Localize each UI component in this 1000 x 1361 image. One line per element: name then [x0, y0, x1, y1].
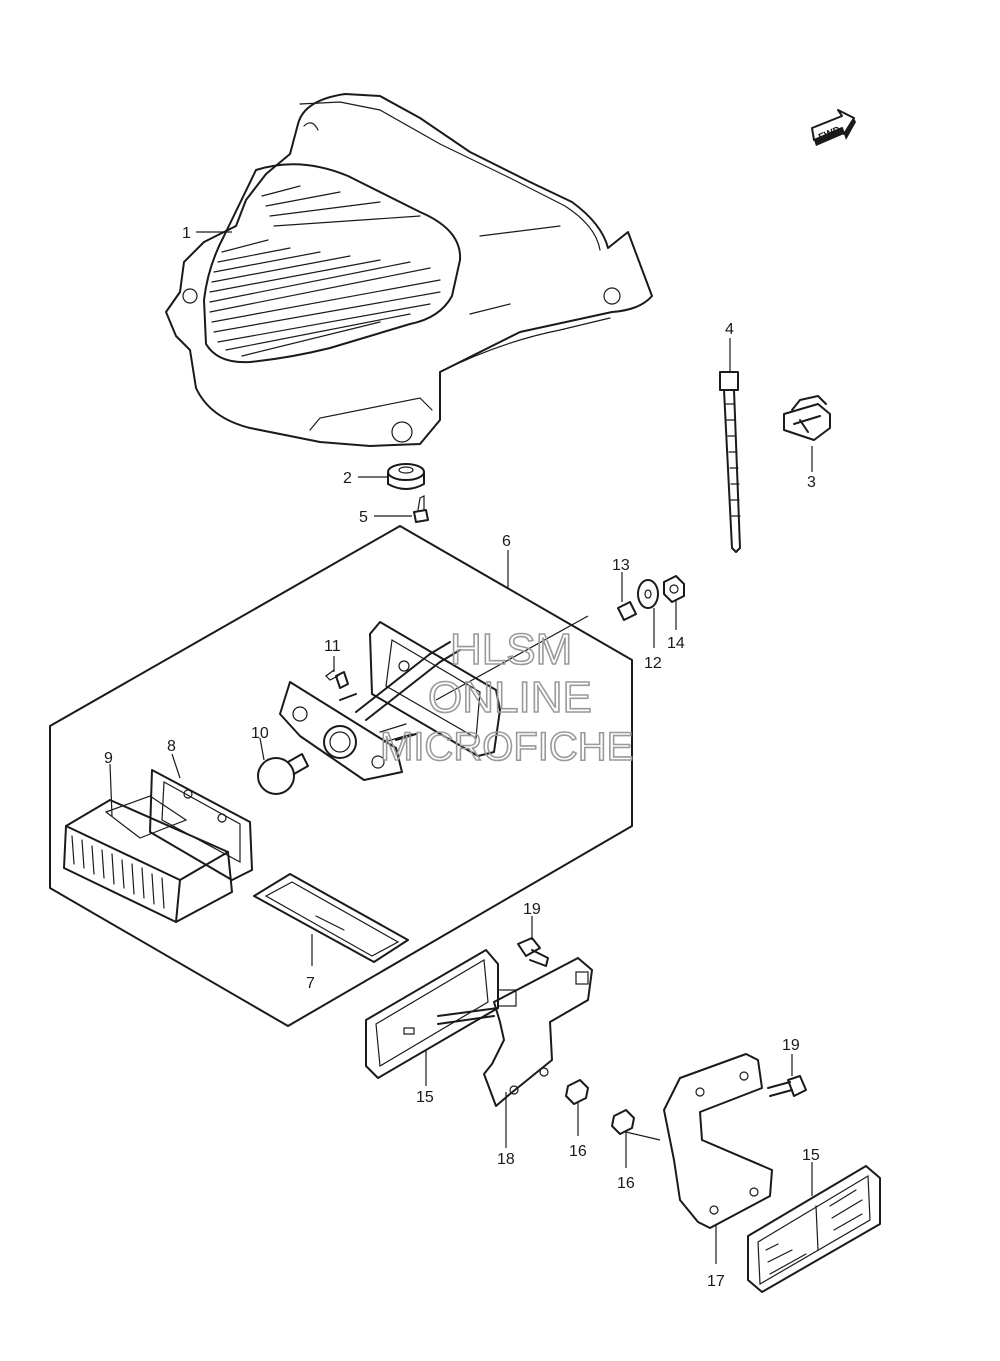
callout-4: 4 [725, 321, 734, 338]
fwd-arrow-icon: FWD [811, 109, 856, 146]
callout-labels: 1 2 3 4 5 6 7 8 9 10 11 12 13 14 15 15 1… [104, 225, 820, 1290]
lamp-assembly-outline [49, 525, 633, 1027]
bulb-socket [279, 641, 461, 781]
watermark-line2: ONLINE [428, 673, 592, 722]
socket-screw [325, 669, 349, 689]
bulb [257, 753, 309, 795]
watermark: HLSM ONLINE MICROFICHE [379, 624, 634, 770]
watermark-line1: HLSM [450, 625, 572, 674]
grommet [387, 463, 425, 490]
callout-2: 2 [343, 470, 352, 487]
callout-7: 7 [306, 975, 315, 992]
bolt-lower [767, 1075, 807, 1097]
bracket-left [437, 957, 593, 1107]
callout-3: 3 [807, 474, 816, 491]
callout-12: 12 [644, 655, 662, 672]
callout-9: 9 [104, 750, 113, 767]
bracket-right [663, 1053, 773, 1229]
callout-16-right: 16 [617, 1175, 635, 1192]
fwd-badge-label: FWD [817, 125, 842, 144]
callout-10: 10 [251, 725, 269, 742]
tail-lamp-housing [165, 93, 653, 447]
lens-gasket [149, 769, 253, 881]
washer-nut-set [617, 575, 685, 621]
watermark-line3: MICROFICHE [380, 725, 633, 769]
callout-19-upper: 19 [523, 901, 541, 918]
clamp [783, 395, 831, 441]
callout-5: 5 [359, 509, 368, 526]
license-lens [253, 873, 409, 963]
socket-gasket [369, 621, 501, 757]
callout-6: 6 [502, 533, 511, 550]
callout-18: 18 [497, 1151, 515, 1168]
nut-left [565, 1079, 589, 1105]
cable-tie [719, 371, 741, 553]
callout-1: 1 [182, 225, 191, 242]
bolt-upper [517, 937, 549, 967]
leader-lines [109, 231, 813, 1264]
callout-19-lower: 19 [782, 1037, 800, 1054]
tail-lens [63, 795, 233, 923]
callout-8: 8 [167, 738, 176, 755]
reflector-right [747, 1165, 881, 1293]
callout-16-left: 16 [569, 1143, 587, 1160]
callout-15-right: 15 [802, 1147, 820, 1164]
callout-13: 13 [612, 557, 630, 574]
screw [413, 495, 429, 523]
callout-15-left: 15 [416, 1089, 434, 1106]
callout-11: 11 [324, 638, 341, 655]
callout-17: 17 [707, 1273, 725, 1290]
callout-14: 14 [667, 635, 685, 652]
nut-right [611, 1109, 635, 1135]
